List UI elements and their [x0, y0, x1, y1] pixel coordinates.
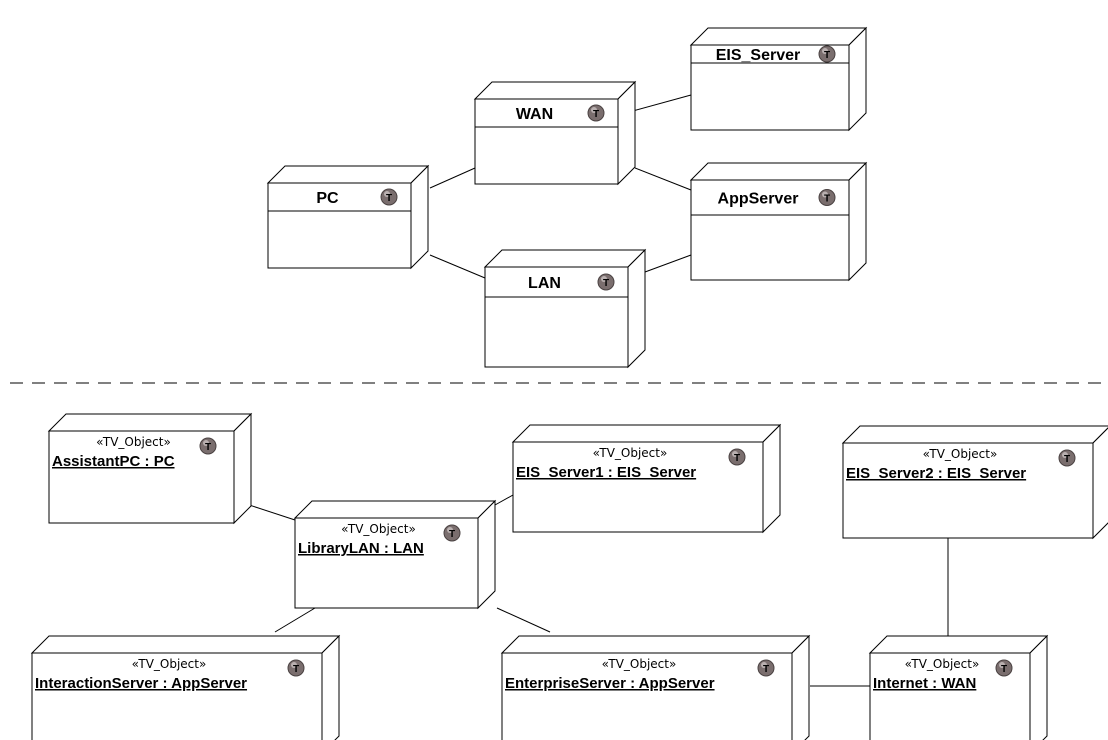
link-pc-lan: [429, 254, 486, 279]
node-eis-server2[interactable]: «TV_Object» EIS_Server2 : EIS_Server T: [841, 425, 1108, 540]
node-enterpriseserver[interactable]: «TV_Object» EnterpriseServer : AppServer T: [500, 634, 811, 740]
node-stereotype: «TV_Object»: [905, 657, 980, 671]
node-pc[interactable]: PC T: [266, 164, 430, 270]
node-top-face: [30, 635, 341, 654]
node-top-face: [841, 425, 1108, 444]
node-top-face: [868, 635, 1049, 654]
type-badge-icon: T: [1058, 449, 1076, 467]
node-stereotype: «TV_Object»: [132, 657, 207, 671]
link-librarylan-enterpriseserver: [496, 607, 551, 633]
node-top-face: [47, 413, 253, 432]
node-stereotype: «TV_Object»: [923, 447, 998, 461]
type-badge-icon: T: [995, 659, 1013, 677]
node-wan[interactable]: WAN T: [473, 80, 637, 186]
node-interactionserver[interactable]: «TV_Object» InteractionServer : AppServer…: [30, 634, 341, 740]
node-front-face: [842, 442, 1094, 539]
node-stereotype: «TV_Object»: [341, 522, 416, 536]
node-instance-name: EnterpriseServer : AppServer: [505, 675, 715, 692]
node-front-face: [512, 441, 764, 533]
badge-letter: T: [824, 50, 830, 61]
node-side-face: [848, 161, 867, 282]
node-top-face: [689, 27, 868, 46]
type-badge-icon: T: [443, 524, 461, 542]
type-badge-icon: T: [818, 45, 836, 63]
node-side-face: [233, 412, 252, 525]
connection-lines: [233, 94, 949, 687]
node-instance-name: EIS_Server1 : EIS_Server: [516, 464, 696, 481]
node-side-face: [1092, 427, 1108, 540]
badge-letter: T: [205, 442, 211, 453]
node-eis-server1[interactable]: «TV_Object» EIS_Server1 : EIS_Server T: [511, 423, 782, 534]
node-stereotype: «TV_Object»: [96, 435, 171, 449]
link-lan-appserver: [644, 254, 692, 273]
node-title: WAN: [516, 106, 553, 123]
type-badge-icon: T: [587, 104, 605, 122]
node-instance-name: Internet : WAN: [873, 675, 976, 692]
node-stereotype: «TV_Object»: [602, 657, 677, 671]
badge-letter: T: [293, 664, 299, 675]
badge-letter: T: [824, 194, 830, 205]
node-front-face: [501, 652, 793, 740]
link-wan-appserver: [634, 167, 692, 191]
type-badge-icon: T: [199, 437, 217, 455]
link-librarylan-interactionserver: [274, 607, 316, 633]
badge-letter: T: [763, 664, 769, 675]
badge-letter: T: [603, 278, 609, 289]
node-appserver[interactable]: AppServer T: [689, 161, 868, 282]
node-side-face: [762, 423, 781, 534]
node-assistantpc[interactable]: «TV_Object» AssistantPC : PC T: [47, 412, 253, 525]
type-badge-icon: T: [818, 189, 836, 206]
node-side-face: [617, 80, 636, 186]
node-instance-name: LibraryLAN : LAN: [298, 540, 424, 557]
node-internet[interactable]: «TV_Object» Internet : WAN T: [868, 634, 1049, 740]
node-instance-name: EIS_Server2 : EIS_Server: [846, 465, 1026, 482]
type-badge-icon: T: [728, 448, 746, 466]
badge-letter: T: [1064, 454, 1070, 465]
node-side-face: [410, 164, 429, 270]
node-stereotype: «TV_Object»: [593, 446, 668, 460]
node-top-face: [483, 249, 647, 268]
node-side-face: [477, 499, 496, 610]
link-wan-pc: [429, 167, 476, 189]
node-title: EIS_Server: [716, 47, 801, 64]
node-front-face: [31, 652, 323, 740]
node-top-face: [689, 162, 868, 181]
node-top-face: [293, 500, 497, 519]
type-badge-icon: T: [380, 188, 398, 206]
node-side-face: [1029, 634, 1048, 740]
node-instance-name: InteractionServer : AppServer: [35, 675, 247, 692]
node-eis-server[interactable]: EIS_Server T: [689, 26, 868, 132]
type-badge-icon: T: [597, 273, 615, 291]
node-side-face: [627, 248, 646, 369]
node-side-face: [848, 26, 867, 132]
node-top-face: [473, 81, 637, 100]
badge-letter: T: [1001, 664, 1007, 675]
node-top-face: [511, 424, 782, 443]
node-title: LAN: [528, 275, 561, 292]
badge-letter: T: [449, 529, 455, 540]
link-librarylan-eis-server1: [494, 494, 514, 506]
type-badge-icon: T: [287, 659, 305, 677]
node-title: AppServer: [718, 191, 799, 208]
node-side-face: [791, 634, 810, 740]
type-badge-icon: T: [757, 659, 775, 677]
node-top-face: [266, 165, 430, 184]
badge-letter: T: [593, 109, 599, 120]
node-librarylan[interactable]: «TV_Object» LibraryLAN : LAN T: [293, 499, 497, 610]
node-instance-name: AssistantPC : PC: [52, 453, 175, 470]
badge-letter: T: [386, 193, 392, 204]
node-top-face: [500, 635, 811, 654]
badge-letter: T: [734, 453, 740, 464]
node-side-face: [321, 634, 340, 740]
node-title: PC: [316, 190, 339, 207]
node-lan[interactable]: LAN T: [483, 248, 647, 369]
